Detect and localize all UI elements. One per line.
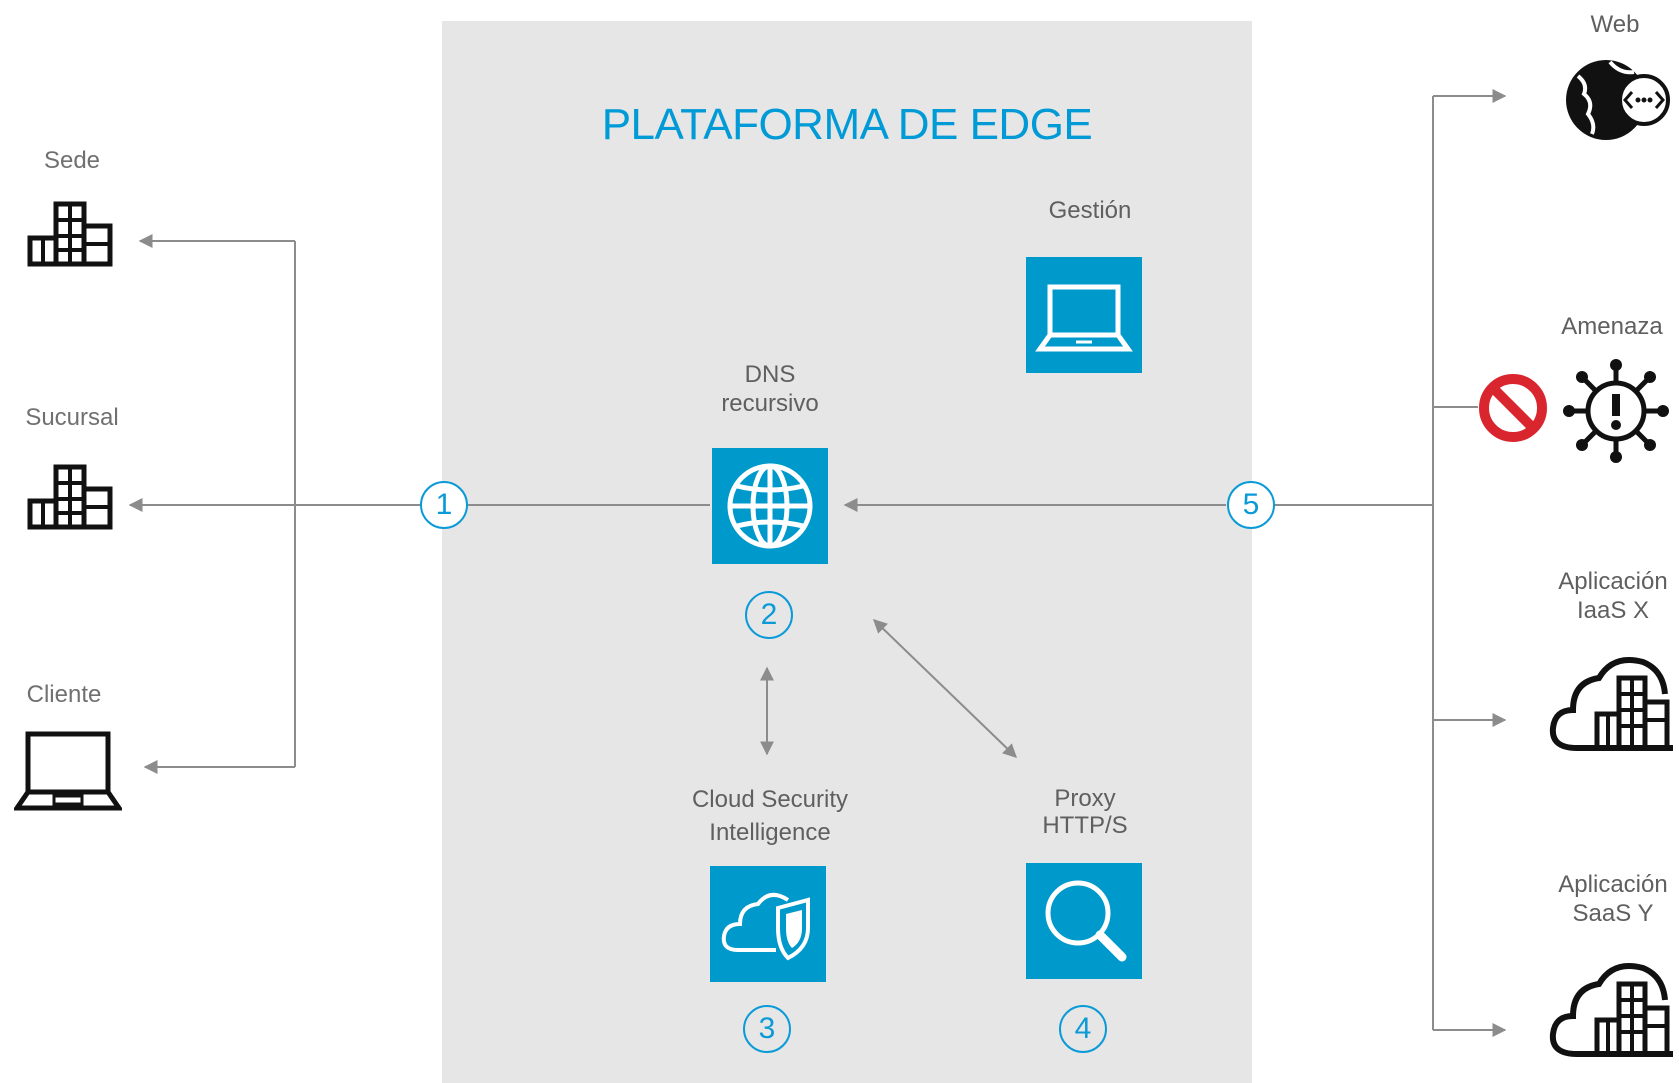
management-label: Gestión	[1048, 197, 1132, 224]
csi-label-line2: Intelligence	[709, 819, 831, 846]
csi-tile[interactable]	[710, 866, 826, 982]
client-label-sede: Sede	[43, 147, 101, 174]
destination-label-saas-line1: Aplicación	[1558, 871, 1668, 898]
csi-label-line1: Cloud Security	[691, 786, 849, 813]
platform-title: PLATAFORMA DE EDGE	[601, 100, 1093, 149]
magnifier-icon	[1045, 880, 1127, 962]
proxy-label-line2: HTTP/S	[1042, 812, 1128, 839]
proxy-label-line1: Proxy	[1054, 785, 1116, 812]
cloud-shield-icon	[721, 892, 810, 961]
building-icon	[27, 464, 113, 530]
dns-tile[interactable]	[712, 448, 828, 564]
globe-icon	[727, 463, 813, 549]
management-tile[interactable]	[1026, 257, 1142, 373]
building-icon	[27, 201, 113, 267]
virus-alert-icon	[1563, 359, 1669, 463]
dns-label-line1: DNS	[744, 361, 796, 388]
step-badge-2: 2	[745, 591, 793, 639]
destination-label-web: Web	[1590, 11, 1640, 38]
proxy-tile[interactable]	[1026, 863, 1142, 979]
step-badge-3: 3	[743, 1005, 791, 1053]
dns-label-line2: recursivo	[721, 390, 819, 417]
cloud-building-icon	[1549, 657, 1673, 751]
destination-label-iaas-line1: Aplicación	[1558, 568, 1668, 595]
globe-network-icon	[1566, 60, 1670, 140]
step-badge-5: 5	[1227, 481, 1275, 529]
destination-label-saas-line2: SaaS Y	[1572, 900, 1654, 927]
step-badge-1: 1	[420, 481, 468, 529]
laptop-icon	[1035, 284, 1133, 352]
client-label-cliente: Cliente	[26, 681, 102, 708]
laptop-icon	[14, 731, 122, 811]
arrow-dns-proxy	[872, 619, 1018, 758]
client-label-sucursal: Sucursal	[25, 404, 119, 431]
cloud-building-icon	[1549, 963, 1673, 1057]
destination-label-amenaza: Amenaza	[1561, 313, 1663, 340]
destination-label-iaas-line2: IaaS X	[1576, 597, 1650, 624]
prohibited-icon	[1479, 374, 1547, 442]
step-badge-4: 4	[1059, 1005, 1107, 1053]
